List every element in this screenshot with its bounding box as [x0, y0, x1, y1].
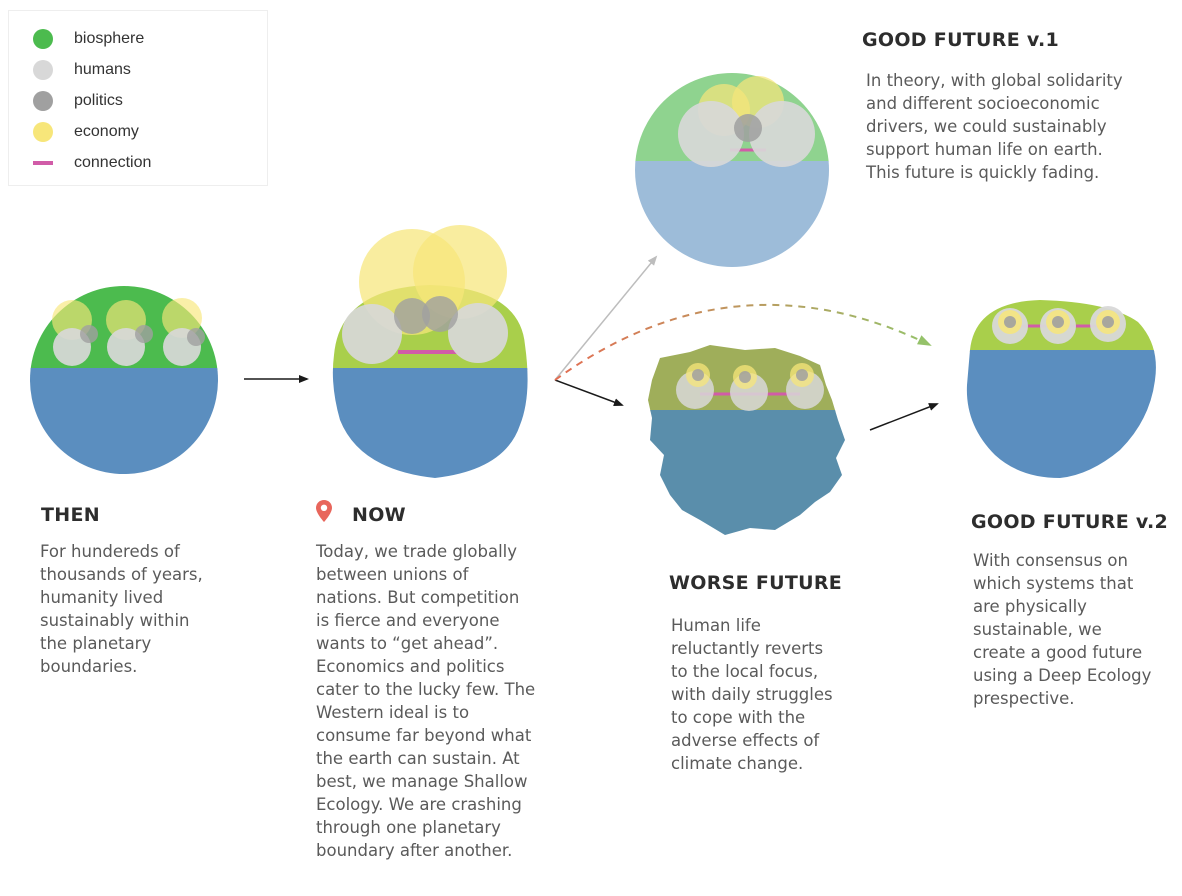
text-line: Ecology. We are crashing — [316, 795, 522, 814]
worse-future-description: Human life reluctantly reverts to the lo… — [671, 614, 833, 775]
arrow-now-to-good1 — [554, 255, 658, 381]
legend-item-connection: connection — [33, 153, 151, 173]
legend-label: humans — [74, 61, 131, 78]
good-future-v2-description: With consensus on which systems that are… — [973, 549, 1151, 710]
text-line: best, we manage Shallow — [316, 772, 528, 791]
arrow-now-to-worse — [554, 379, 624, 406]
text-line: between unions of — [316, 565, 469, 584]
text-line: create a good future — [973, 643, 1143, 662]
text-line: Economics and politics — [316, 657, 505, 676]
text-line: sustainably within — [40, 611, 190, 630]
then-planet — [30, 286, 218, 474]
text-line: using a Deep Ecology — [973, 666, 1152, 685]
text-line: prespective. — [973, 689, 1075, 708]
humans-dot-icon — [33, 60, 53, 80]
text-line: consume far beyond what — [316, 726, 532, 745]
text-line: adverse effects of — [671, 731, 820, 750]
legend: biosphere humans politics economy connec… — [8, 10, 268, 186]
text-line: boundary after another. — [316, 841, 513, 860]
worse-future-planet — [648, 345, 845, 535]
text-line: Human life — [671, 616, 761, 635]
then-description: For hundereds of thousands of years, hum… — [40, 540, 203, 678]
text-line: is fierce and everyone — [316, 611, 500, 630]
text-line: Today, we trade globally — [316, 542, 518, 561]
text-line: to the local focus, — [671, 662, 819, 681]
text-line: sustainable, we — [973, 620, 1102, 639]
text-line: are physically — [973, 597, 1087, 616]
text-line: cater to the lucky few. The — [316, 680, 536, 699]
text-line: Western ideal is to — [316, 703, 470, 722]
text-line: climate change. — [671, 754, 804, 773]
good-future-v1-planet — [635, 73, 829, 267]
text-line: For hundereds of — [40, 542, 180, 561]
economy-dot-icon — [33, 122, 53, 142]
text-line: reluctantly reverts — [671, 639, 824, 658]
text-line: humanity lived — [40, 588, 164, 607]
worse-future-title: WORSE FUTURE — [669, 572, 843, 594]
now-description: Today, we trade globally between unions … — [316, 540, 535, 862]
legend-item-politics: politics — [33, 91, 123, 111]
legend-label: biosphere — [74, 30, 145, 47]
text-line: drivers, we could sustainably — [866, 117, 1107, 136]
biosphere-dot-icon — [33, 29, 53, 49]
good-future-v2-title: GOOD FUTURE v.2 — [971, 511, 1169, 533]
text-line: nations. But competition — [316, 588, 520, 607]
text-line: In theory, with global solidarity — [866, 71, 1123, 90]
legend-label: politics — [74, 92, 123, 109]
text-line: through one planetary — [316, 818, 501, 837]
text-line: with daily struggles — [671, 685, 833, 704]
good-future-v2-planet — [966, 300, 1156, 478]
good-future-v1-description: In theory, with global solidarity and di… — [866, 69, 1123, 184]
then-title: THEN — [41, 504, 100, 526]
now-planet — [332, 225, 528, 478]
legend-item-humans: humans — [33, 60, 131, 80]
legend-item-biosphere: biosphere — [33, 29, 144, 49]
good-future-v1-title: GOOD FUTURE v.1 — [862, 29, 1060, 51]
text-line: thousands of years, — [40, 565, 203, 584]
text-line: boundaries. — [40, 657, 138, 676]
arrow-now-to-good2 — [554, 303, 932, 381]
text-line: support human life on earth. — [866, 140, 1103, 159]
text-line: and different socioeconomic — [866, 94, 1100, 113]
text-line: the earth can sustain. At — [316, 749, 520, 768]
text-line: wants to “get ahead”. — [316, 634, 499, 653]
politics-dot-icon — [33, 91, 53, 111]
text-line: With consensus on — [973, 551, 1128, 570]
text-line: This future is quickly fading. — [866, 163, 1100, 182]
text-line: the planetary — [40, 634, 152, 653]
location-pin-icon — [316, 500, 332, 522]
text-line: to cope with the — [671, 708, 806, 727]
connection-line-icon — [33, 161, 53, 165]
arrow-worse-to-good2 — [869, 403, 939, 431]
legend-label: economy — [74, 123, 139, 140]
now-title: NOW — [352, 504, 406, 526]
legend-label: connection — [74, 154, 152, 171]
legend-item-economy: economy — [33, 122, 139, 142]
text-line: which systems that — [973, 574, 1134, 593]
